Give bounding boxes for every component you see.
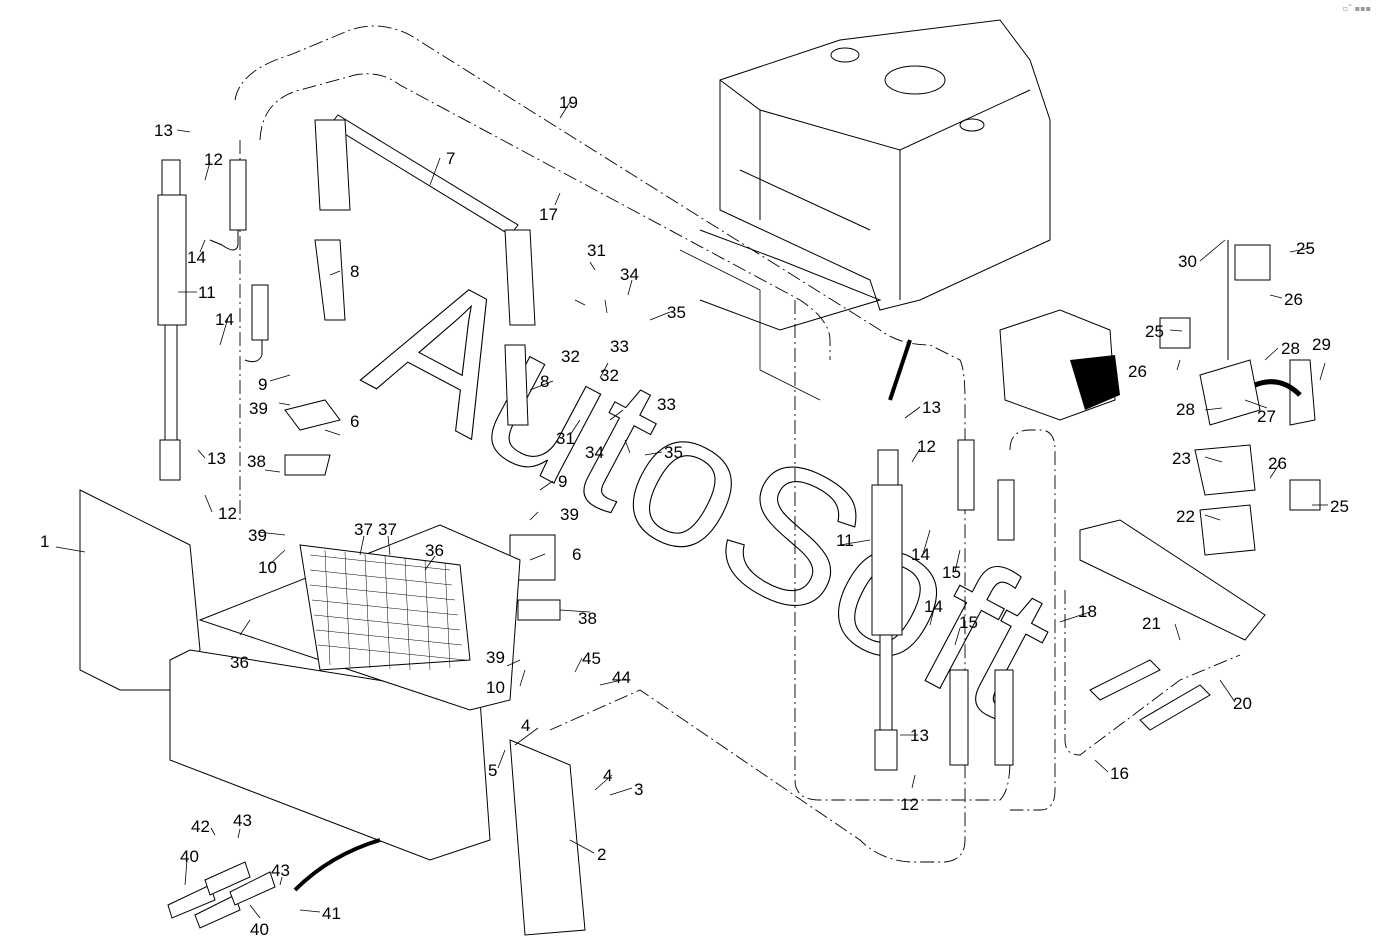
- callout-labels: 1 2 3 4 4 5 6 6 7 8 8 9 9 10 10 11 11 12…: [40, 93, 1349, 939]
- callout-43: 43: [233, 811, 252, 830]
- callout-27: 27: [1257, 407, 1276, 426]
- callout-37: 37: [378, 520, 397, 539]
- callout-30: 30: [1178, 252, 1197, 271]
- hoses-20-21: [1089, 659, 1211, 731]
- callout-39: 39: [249, 399, 268, 418]
- callout-12: 12: [218, 504, 237, 523]
- callout-31: 31: [587, 241, 606, 260]
- callout-40: 40: [250, 920, 269, 939]
- callout-11: 11: [836, 531, 854, 550]
- callout-12: 12: [900, 795, 919, 814]
- callout-38: 38: [578, 609, 597, 628]
- callout-13: 13: [910, 726, 929, 745]
- callout-13: 13: [207, 449, 226, 468]
- callout-10: 10: [258, 558, 277, 577]
- callout-15: 15: [959, 613, 978, 632]
- left-cylinder: [157, 159, 269, 481]
- callout-36: 36: [425, 541, 444, 560]
- callout-36: 36: [230, 653, 249, 672]
- callout-7: 7: [446, 149, 455, 168]
- callout-35: 35: [664, 443, 683, 462]
- callout-10: 10: [486, 678, 505, 697]
- callout-16: 16: [1110, 764, 1129, 783]
- callout-13: 13: [922, 398, 941, 417]
- callout-6: 6: [572, 545, 581, 564]
- lift-bar-assembly: [314, 114, 536, 426]
- callout-32: 32: [561, 347, 580, 366]
- right-cylinder: [871, 439, 1015, 771]
- callout-14: 14: [187, 248, 206, 267]
- callout-26: 26: [1268, 454, 1287, 473]
- callout-8: 8: [540, 372, 549, 391]
- hose-routing-lines: [234, 25, 1241, 863]
- callout-33: 33: [657, 395, 676, 414]
- callout-1: 1: [40, 532, 49, 551]
- callout-25: 25: [1145, 322, 1164, 341]
- callout-39: 39: [248, 526, 267, 545]
- callout-43: 43: [271, 861, 290, 880]
- callout-20: 20: [1233, 694, 1252, 713]
- callout-34: 34: [620, 265, 639, 284]
- callout-45: 45: [582, 649, 601, 668]
- callout-6: 6: [350, 412, 359, 431]
- callout-8: 8: [350, 262, 359, 281]
- callout-34: 34: [585, 443, 604, 462]
- callout-14: 14: [924, 597, 943, 616]
- callout-3: 3: [634, 780, 643, 799]
- callout-12: 12: [204, 150, 223, 169]
- callout-13: 13: [154, 121, 173, 140]
- screed-assembly: [79, 489, 586, 936]
- callout-31: 31: [556, 429, 575, 448]
- callout-22: 22: [1176, 507, 1195, 526]
- callout-37: 37: [354, 520, 373, 539]
- machine-frame: [679, 19, 1051, 401]
- callout-39: 39: [486, 648, 505, 667]
- callout-41: 41: [322, 904, 341, 923]
- callout-9: 9: [258, 375, 267, 394]
- callout-35: 35: [667, 303, 686, 322]
- callout-17: 17: [539, 205, 558, 224]
- callout-38: 38: [247, 452, 266, 471]
- callout-40: 40: [180, 847, 199, 866]
- detail-arrow: [888, 339, 912, 401]
- callout-21: 21: [1142, 614, 1161, 633]
- callout-12: 12: [917, 437, 936, 456]
- callout-14: 14: [911, 545, 930, 564]
- callout-26: 26: [1128, 362, 1147, 381]
- callout-5: 5: [488, 761, 497, 780]
- callout-33: 33: [610, 337, 629, 356]
- detail-arrow: [293, 838, 381, 892]
- leader-lines: [55, 101, 1328, 919]
- callout-29: 29: [1312, 335, 1331, 354]
- shoe-plates: [167, 861, 276, 929]
- callout-25: 25: [1296, 239, 1315, 258]
- callout-15: 15: [942, 563, 961, 582]
- callout-25: 25: [1330, 497, 1349, 516]
- callout-19: 19: [559, 93, 578, 112]
- callout-26: 26: [1284, 290, 1303, 309]
- callout-14: 14: [215, 310, 234, 329]
- grid-screen: [309, 549, 466, 671]
- callout-44: 44: [612, 668, 631, 687]
- callout-11: 11: [198, 283, 216, 302]
- corner-mark: ▫˚ ▪▪▪: [1342, 4, 1371, 13]
- callout-2: 2: [597, 845, 606, 864]
- callout-28: 28: [1281, 339, 1300, 358]
- callout-4: 4: [603, 766, 612, 785]
- callout-9: 9: [558, 472, 567, 491]
- callout-42: 42: [191, 817, 210, 836]
- callout-28: 28: [1176, 400, 1195, 419]
- callout-18: 18: [1078, 602, 1097, 621]
- callout-4: 4: [521, 716, 530, 735]
- callout-23: 23: [1172, 449, 1191, 468]
- pivot-brackets: [284, 399, 561, 621]
- callout-39: 39: [560, 505, 579, 524]
- callout-32: 32: [600, 366, 619, 385]
